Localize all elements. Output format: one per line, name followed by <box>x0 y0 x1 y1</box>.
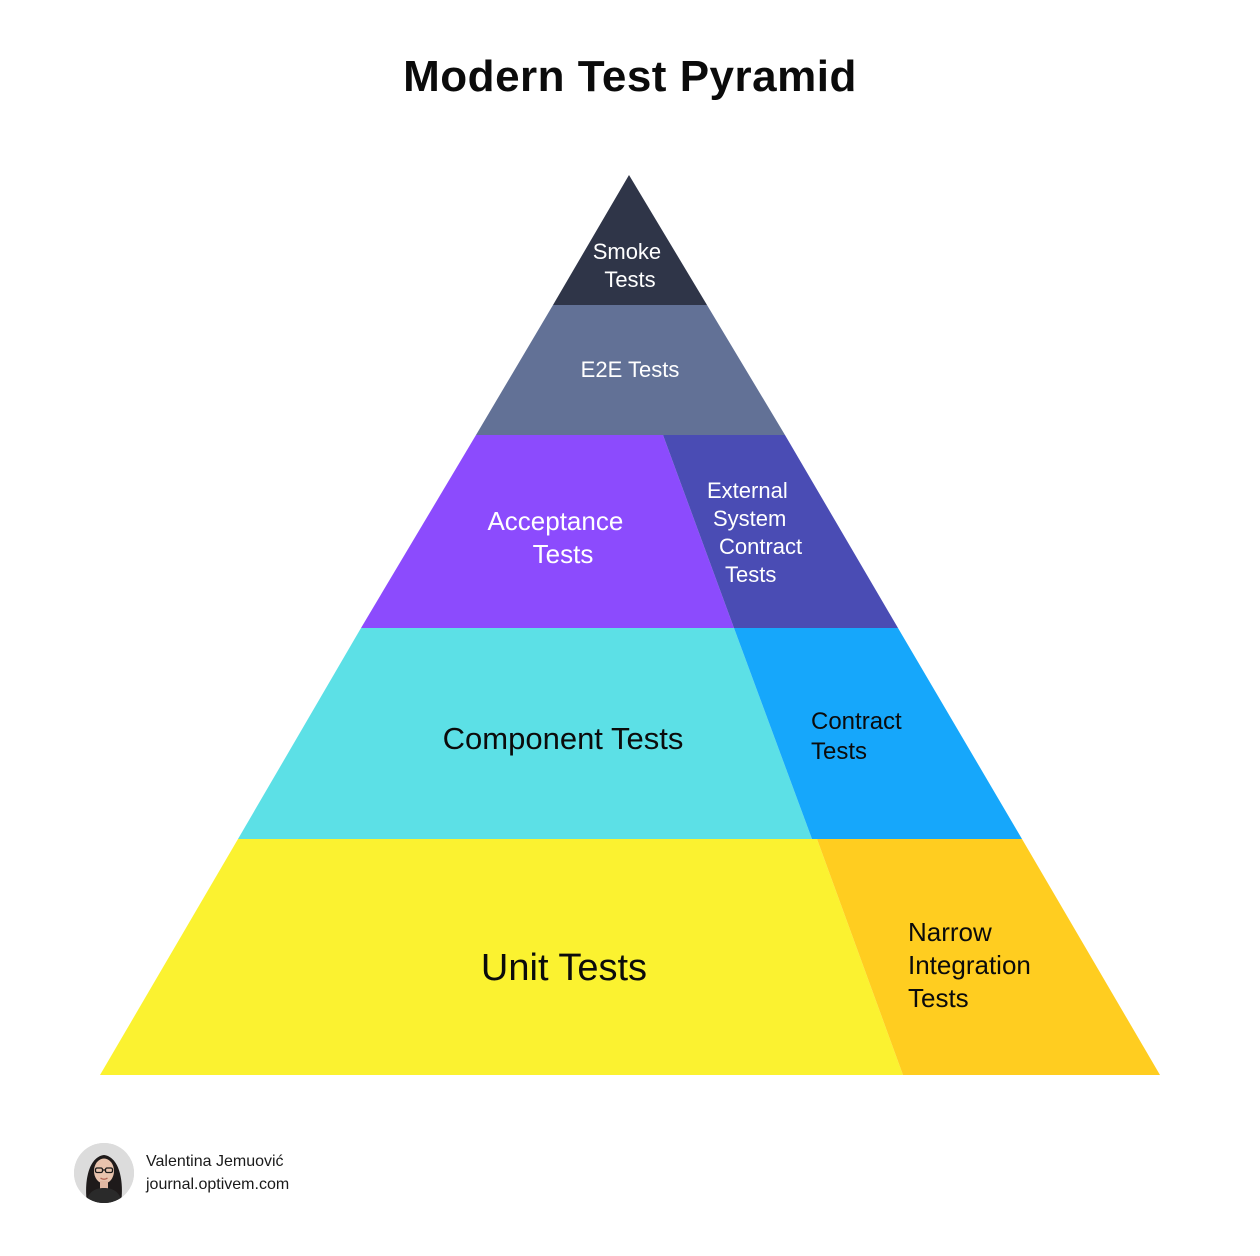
label-smoke: Smoke Tests <box>593 239 668 292</box>
layer-component <box>238 628 812 839</box>
label-unit: Unit Tests <box>481 947 647 989</box>
author-credit: Valentina Jemuović journal.optivem.com <box>74 1142 289 1204</box>
label-narrow-integration: Narrow Integration Tests <box>908 917 1038 1013</box>
layer-e2e <box>476 305 785 435</box>
layer-narrow-integration <box>817 839 1160 1075</box>
layer-external-contract <box>663 435 898 628</box>
layer-smoke <box>553 175 707 305</box>
diagram-title: Modern Test Pyramid <box>403 52 857 101</box>
author-name: Valentina Jemuović <box>146 1153 284 1170</box>
layer-acceptance <box>361 435 734 628</box>
person-avatar-icon <box>74 1143 134 1203</box>
label-acceptance: Acceptance Tests <box>487 506 630 569</box>
label-contract: Contract Tests <box>811 708 908 765</box>
author-site: journal.optivem.com <box>146 1176 290 1193</box>
label-external-contract: External System Contract Tests <box>707 478 808 587</box>
layer-contract <box>734 628 1022 839</box>
label-component: Component Tests <box>443 721 684 756</box>
label-e2e: E2E Tests <box>581 357 680 382</box>
layer-unit <box>100 839 903 1075</box>
